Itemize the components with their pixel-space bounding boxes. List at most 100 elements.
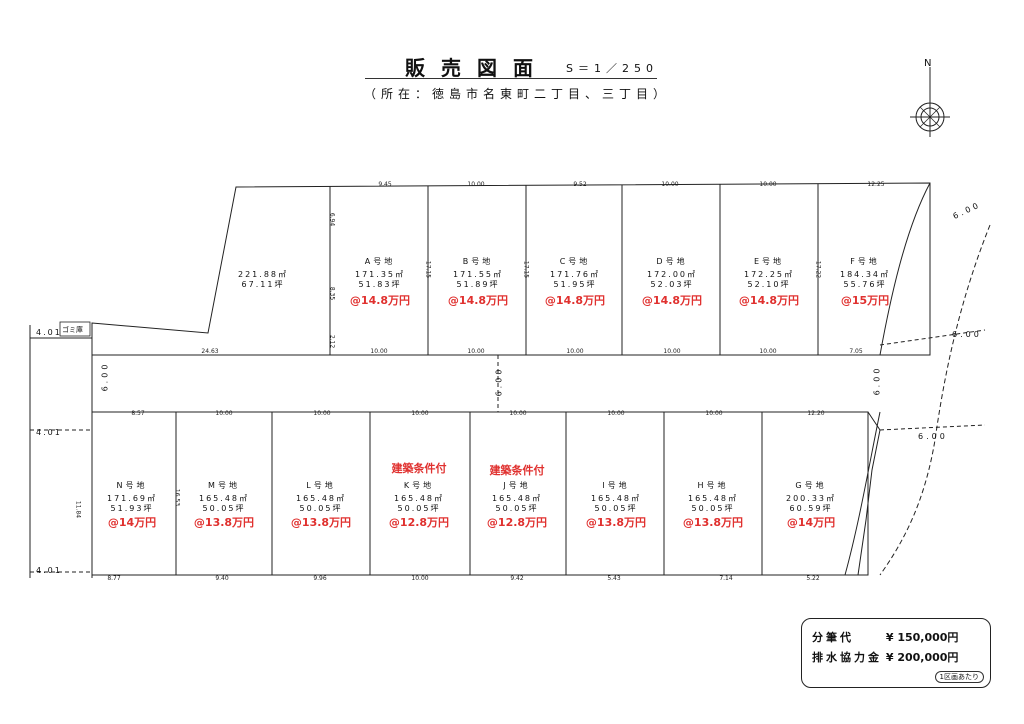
lot-h-price: @13.8万円 bbox=[682, 516, 744, 529]
dim-bottom-upper-5: 10.00 bbox=[607, 410, 625, 417]
dim-top-upper-3: 10.00 bbox=[661, 181, 679, 188]
right-road-width-lower: 6.00 bbox=[918, 432, 948, 441]
lot-f-area-m2: 184.34㎡ bbox=[840, 270, 890, 279]
lot-d-price: @14.8万円 bbox=[641, 294, 703, 307]
lot-g-area-m2: 200.33㎡ bbox=[786, 494, 836, 503]
dim-top-upper-5: 12.25 bbox=[867, 181, 885, 188]
dim-bottom-upper-0: 8.57 bbox=[131, 410, 145, 417]
dim-top-lower-4: 10.00 bbox=[663, 348, 681, 355]
left-road-edge bbox=[29, 323, 93, 578]
dim-bottom-lower-2: 9.96 bbox=[313, 575, 327, 582]
lot-l-name: L号地 bbox=[306, 481, 336, 490]
lot-e-price: @14.8万円 bbox=[738, 294, 800, 307]
lot-a-name: A号地 bbox=[364, 257, 396, 266]
dim-left-a-2: 2.12 bbox=[328, 334, 336, 349]
fee-row-subdivision: 分筆代 ¥ 150,000円 bbox=[812, 629, 958, 645]
dim-depth-b: 17.15 bbox=[522, 260, 530, 279]
lot-n-name: N号地 bbox=[116, 481, 148, 490]
lot-k-price: @12.8万円 bbox=[388, 516, 450, 529]
dim-bottom-lower-5: 5.43 bbox=[607, 575, 621, 582]
dim-left-a-1: 8.35 bbox=[328, 286, 336, 301]
dim-top-lower-6: 7.05 bbox=[849, 348, 863, 355]
dim-bottom-lower-1: 9.40 bbox=[215, 575, 229, 582]
garbage-station-box bbox=[59, 321, 91, 337]
right-side-road-dashed bbox=[879, 329, 986, 431]
lot-c-area-tsubo: 51.95坪 bbox=[553, 280, 597, 289]
lot-h-name: H号地 bbox=[697, 481, 729, 490]
left-road-width-bottom: 4.01 bbox=[36, 566, 62, 575]
dim-top-lower-5: 10.00 bbox=[759, 348, 777, 355]
drainage-fee-label: 排水協力金 bbox=[812, 651, 882, 664]
dim-bottom-upper-4: 10.00 bbox=[509, 410, 527, 417]
dim-top-lower-2: 10.00 bbox=[467, 348, 485, 355]
lot-l-area-tsubo: 50.05坪 bbox=[299, 504, 343, 513]
lot-e-name: E号地 bbox=[753, 257, 785, 266]
garbage-station-label: ゴミ庫 bbox=[62, 326, 83, 334]
lot-b-price: @14.8万円 bbox=[447, 294, 509, 307]
lot-m-area-m2: 165.48㎡ bbox=[199, 494, 249, 503]
left-road-width-top: 4.01 bbox=[36, 328, 62, 337]
lot-f-name: F号地 bbox=[850, 257, 880, 266]
subdivision-fee-label: 分筆代 bbox=[812, 631, 854, 644]
right-road-inner bbox=[844, 182, 931, 576]
lot-h-area-tsubo: 50.05坪 bbox=[691, 504, 735, 513]
lot-b-area-tsubo: 51.89坪 bbox=[456, 280, 500, 289]
lot-j-area-m2: 165.48㎡ bbox=[492, 494, 542, 503]
fee-row-drainage: 排水協力金 ¥ 200,000円 bbox=[812, 649, 958, 665]
dim-bottom-lower-6: 7.14 bbox=[719, 575, 733, 582]
dim-bottom-lower-4: 9.42 bbox=[510, 575, 524, 582]
right-road-width-side: 6.00 bbox=[952, 330, 982, 339]
dim-left-a-0: 6.94 bbox=[328, 212, 336, 227]
right-road-outer bbox=[879, 224, 991, 576]
lot-m-name: M号地 bbox=[208, 481, 240, 490]
lot-a-area-tsubo: 51.83坪 bbox=[358, 280, 402, 289]
dim-top-lower-0: 24.63 bbox=[201, 348, 219, 355]
lot-m-price: @13.8万円 bbox=[193, 516, 255, 529]
lot-i-name: I号地 bbox=[602, 481, 630, 490]
lot-n-area-tsubo: 51.93坪 bbox=[110, 504, 154, 513]
lot-i-area-m2: 165.48㎡ bbox=[591, 494, 641, 503]
lot-j-price: @12.8万円 bbox=[486, 516, 548, 529]
dim-top-upper-0: 9.45 bbox=[378, 181, 392, 188]
lot-m-area-tsubo: 50.05坪 bbox=[202, 504, 246, 513]
lot-f-price: @15万円 bbox=[840, 294, 890, 307]
north-label: N bbox=[924, 58, 932, 69]
dim-bottom-lower-7: 5.22 bbox=[806, 575, 820, 582]
lot-k-condition: 建築条件付 bbox=[391, 462, 447, 475]
left-road-dashed bbox=[30, 337, 92, 573]
lot-n-price: @14万円 bbox=[107, 516, 157, 529]
bottom-right-boundary bbox=[857, 411, 881, 576]
central-road-width: 6.00 bbox=[100, 361, 110, 392]
lot-a-area-m2: 171.35㎡ bbox=[355, 270, 405, 279]
title-underline bbox=[365, 78, 657, 79]
right-road-width: 6.00 bbox=[872, 365, 882, 396]
dim-bottom-upper-6: 10.00 bbox=[705, 410, 723, 417]
lot-e-area-tsubo: 52.10坪 bbox=[747, 280, 791, 289]
dim-bottom-upper-3: 10.00 bbox=[411, 410, 429, 417]
left-road-width-mid: 4.01 bbox=[36, 428, 62, 437]
page-title: 販売図面 bbox=[405, 56, 549, 80]
lot-d-name: D号地 bbox=[656, 257, 688, 266]
fee-note: 1区画あたり bbox=[934, 671, 984, 683]
dim-bottom-upper-1: 10.00 bbox=[215, 410, 233, 417]
lot-i-area-tsubo: 50.05坪 bbox=[594, 504, 638, 513]
center-road-width: 6.00 bbox=[494, 366, 504, 397]
lot-n-area-m2: 171.69㎡ bbox=[107, 494, 157, 503]
lot-l-area-m2: 165.48㎡ bbox=[296, 494, 346, 503]
location-subtitle: （所在：徳島市名東町二丁目、三丁目） bbox=[364, 87, 671, 101]
lot-g-price: @14万円 bbox=[786, 516, 836, 529]
lot-j-area-tsubo: 50.05坪 bbox=[495, 504, 539, 513]
lot-k-area-m2: 165.48㎡ bbox=[394, 494, 444, 503]
dim-bottom-lower-0: 8.77 bbox=[107, 575, 121, 582]
north-arrow-icon bbox=[910, 67, 950, 137]
dim-bottom-lower-3: 10.00 bbox=[411, 575, 429, 582]
dim-top-upper-4: 10.00 bbox=[759, 181, 777, 188]
lot-c-name: C号地 bbox=[559, 257, 591, 266]
lot-d-area-tsubo: 52.03坪 bbox=[650, 280, 694, 289]
fee-info-box: 分筆代 ¥ 150,000円 排水協力金 ¥ 200,000円 1区画あたり bbox=[801, 618, 991, 688]
lot-a-price: @14.8万円 bbox=[349, 294, 411, 307]
lot-g-name: G号地 bbox=[795, 481, 827, 490]
dim-bottom-depth: 16.53 bbox=[173, 488, 181, 507]
lot-i-price: @13.8万円 bbox=[585, 516, 647, 529]
